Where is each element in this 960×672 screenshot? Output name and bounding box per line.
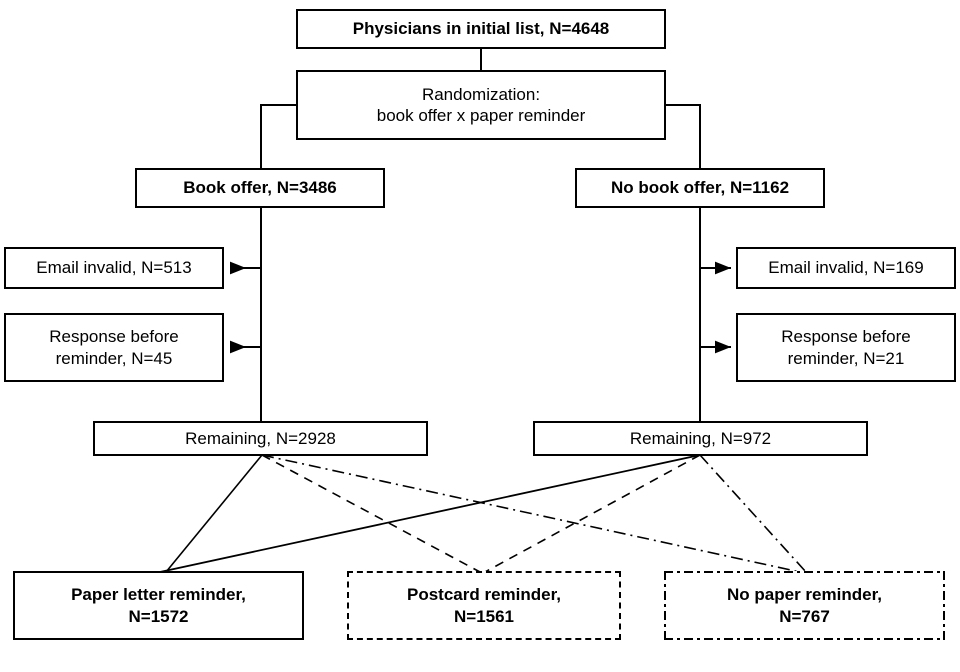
edge-remaining-right-to-postcard (484, 454, 701, 573)
node-book-offer-label: Book offer, N=3486 (183, 178, 337, 198)
edge-randomization-to-no-book-offer (665, 104, 701, 169)
node-remaining-right-label: Remaining, N=972 (629, 428, 772, 448)
node-no-paper-reminder-label: No paper reminder, N=767 (727, 585, 882, 626)
node-remaining-left-label: Remaining, N=2928 (185, 428, 336, 448)
node-email-invalid-right[interactable]: Email invalid, N=169 (736, 247, 956, 289)
edge-randomization-to-book-offer (260, 104, 298, 169)
node-postcard-reminder[interactable]: Postcard reminder, N=1561 (347, 571, 621, 640)
node-response-before-left[interactable]: Response before reminder, N=45 (4, 313, 224, 382)
edge-remaining-right-to-no-paper (699, 454, 807, 573)
node-email-invalid-left[interactable]: Email invalid, N=513 (4, 247, 224, 289)
node-paper-letter-reminder-label: Paper letter reminder, N=1572 (71, 585, 246, 626)
node-remaining-left[interactable]: Remaining, N=2928 (93, 421, 428, 456)
node-initial-list-label: Physicians in initial list, N=4648 (352, 19, 610, 39)
edge-remaining-right-to-paper-letter (159, 454, 701, 573)
node-email-invalid-right-label: Email invalid, N=169 (768, 258, 924, 278)
edge-remaining-left-to-postcard (261, 454, 481, 573)
node-response-before-right-label: Response before reminder, N=21 (781, 327, 911, 368)
node-no-book-offer-label: No book offer, N=1162 (610, 178, 790, 198)
node-randomization-label: Randomization: book offer x paper remind… (376, 84, 586, 125)
edge-remaining-left-to-no-paper (261, 454, 801, 573)
node-initial-list[interactable]: Physicians in initial list, N=4648 (296, 9, 666, 49)
node-response-before-right[interactable]: Response before reminder, N=21 (736, 313, 956, 382)
node-email-invalid-left-label: Email invalid, N=513 (36, 258, 192, 278)
node-postcard-reminder-label: Postcard reminder, N=1561 (406, 585, 561, 626)
node-no-paper-reminder[interactable]: No paper reminder, N=767 (664, 571, 945, 640)
node-no-book-offer[interactable]: No book offer, N=1162 (575, 168, 825, 208)
node-paper-letter-reminder[interactable]: Paper letter reminder, N=1572 (13, 571, 304, 640)
edge-remaining-left-to-paper-letter (165, 454, 263, 573)
node-response-before-left-label: Response before reminder, N=45 (49, 327, 179, 368)
node-randomization[interactable]: Randomization: book offer x paper remind… (296, 70, 666, 140)
node-book-offer[interactable]: Book offer, N=3486 (135, 168, 385, 208)
node-remaining-right[interactable]: Remaining, N=972 (533, 421, 868, 456)
